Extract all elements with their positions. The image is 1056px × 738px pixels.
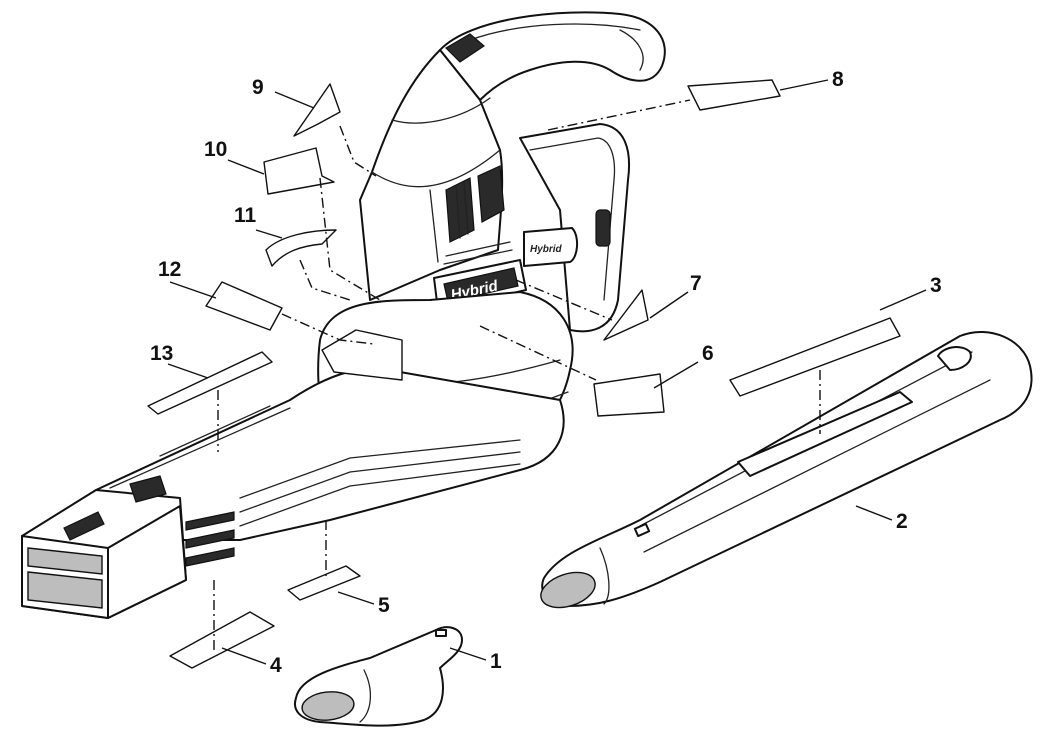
callout-7: 7 — [690, 272, 702, 295]
callout-3: 3 — [930, 274, 942, 297]
battery-brand-text: Hybrid — [530, 244, 563, 255]
blower-body: Hybrid Hybrid — [21, 11, 666, 619]
callout-9: 9 — [252, 76, 264, 99]
callout-6: 6 — [702, 342, 714, 365]
callout-13: 13 — [150, 342, 173, 365]
callout-8: 8 — [832, 68, 844, 91]
small-nozzle-part-1 — [294, 626, 463, 727]
blower-tube-part-2 — [540, 331, 1033, 609]
callout-11: 11 — [234, 204, 257, 227]
callout-5: 5 — [378, 594, 390, 617]
leader-lines — [167, 79, 927, 665]
callout-2: 2 — [896, 510, 908, 533]
callout-numbers: 1 2 3 4 5 6 7 8 9 10 11 12 13 — [150, 68, 942, 677]
callout-4: 4 — [270, 654, 282, 677]
callout-12: 12 — [158, 258, 181, 281]
callout-1: 1 — [490, 650, 502, 673]
label-decals — [147, 79, 901, 669]
callout-10: 10 — [204, 138, 227, 161]
alignment-lines — [213, 99, 821, 650]
